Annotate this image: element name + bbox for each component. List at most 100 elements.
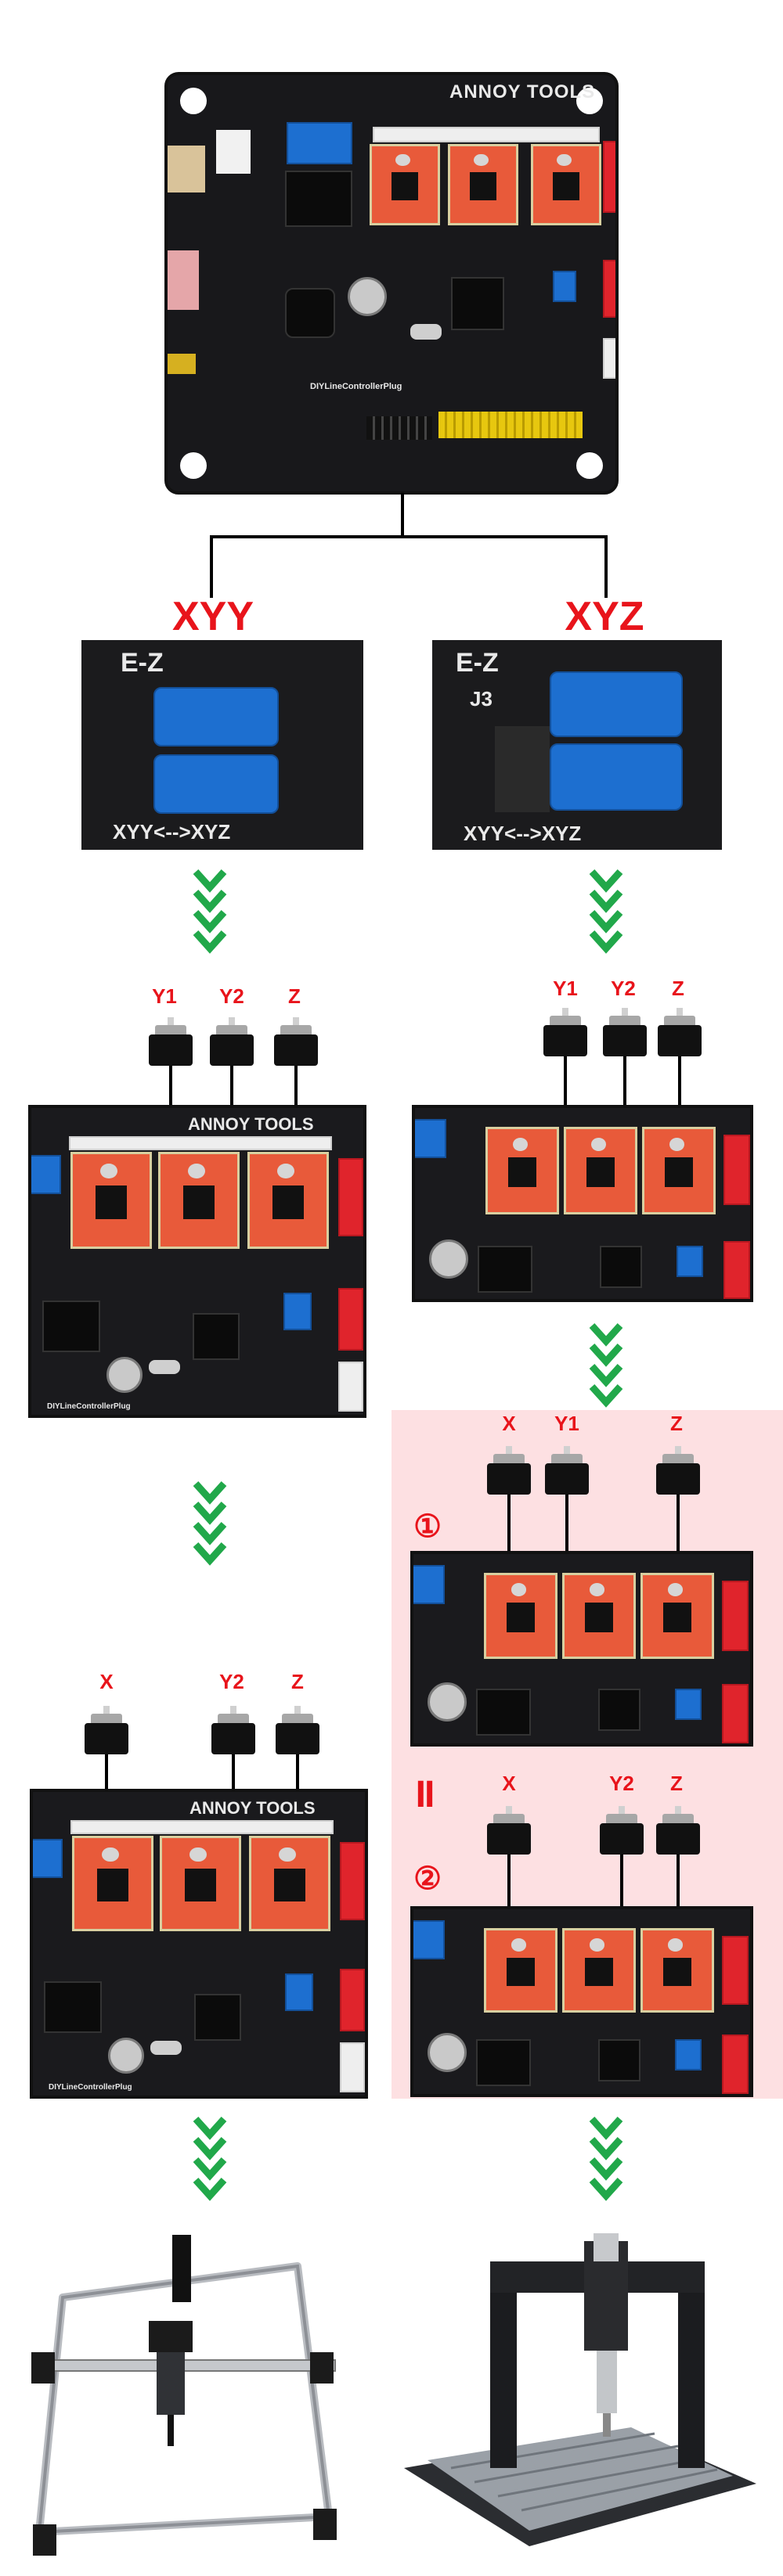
stepper-driver	[642, 1127, 716, 1214]
motor-label-y2: Y2	[611, 977, 636, 1000]
controller-board-xyy-b: ANNOY TOOLS DIYLineControllerPlug	[30, 1789, 368, 2099]
mounting-hole	[180, 88, 207, 114]
tree-line-bar	[210, 535, 608, 538]
regulator	[44, 1981, 102, 2033]
capacitor	[428, 1682, 467, 1722]
jumper-cap	[550, 743, 683, 811]
controller-board-xyy: ANNOY TOOLS DIYLineControllerPlug	[28, 1105, 366, 1418]
mode-label-xyy: XYY	[171, 594, 254, 639]
jumper-cap	[550, 671, 683, 737]
stepper-motor-icon	[603, 1008, 647, 1056]
stepper-motor-icon	[656, 1446, 700, 1495]
screw-terminal	[31, 1155, 61, 1194]
motor-label-y2: Y2	[609, 1772, 634, 1795]
microcontroller	[194, 1994, 241, 2041]
stepper-driver	[640, 1928, 714, 2013]
motor-label-z: Z	[291, 1670, 304, 1693]
stepper-motor-icon	[85, 1706, 128, 1754]
regulator	[476, 2039, 531, 2086]
stepper-motor-icon	[211, 1706, 255, 1754]
stepper-motor-icon	[274, 1017, 318, 1066]
motor-wire	[677, 1855, 680, 1933]
motor-label-y1: Y1	[553, 977, 578, 1000]
motor-label-x: X	[502, 1772, 516, 1795]
stepper-driver	[485, 1127, 559, 1214]
stepper-motor-icon	[658, 1008, 702, 1056]
crystal	[150, 2041, 182, 2055]
stepper-driver	[370, 144, 440, 225]
endstop-connector	[722, 1684, 749, 1743]
aux-connector	[603, 338, 615, 379]
plug-label: DIYLineControllerPlug	[47, 1402, 131, 1411]
motor-label-y1: Y1	[152, 984, 177, 1008]
pin-header	[495, 726, 550, 812]
motor-connector	[722, 1581, 749, 1651]
silk-xyy-xyz: XYY<-->XYZ	[464, 822, 582, 845]
stepper-driver	[484, 1573, 557, 1659]
silk-e-z: E-Z	[121, 648, 164, 678]
jumper-setting-xyz: E-Z J3 XYY<-->XYZ	[432, 640, 722, 850]
motor-wire	[565, 1495, 568, 1573]
option-marker-2: ②	[413, 1862, 442, 1896]
stepper-driver	[640, 1573, 714, 1659]
tree-line-right	[604, 535, 608, 598]
jumper-block	[675, 1689, 702, 1720]
motor-wire	[507, 1855, 511, 1933]
down-arrow-icon	[589, 2116, 623, 2213]
down-arrow-icon	[193, 1480, 227, 1578]
crystal	[410, 324, 442, 340]
driver-header	[69, 1136, 332, 1150]
motor-wire	[623, 1056, 626, 1135]
jumper-block	[285, 1973, 313, 2011]
capacitor	[348, 277, 387, 316]
stepper-driver	[249, 1836, 330, 1931]
stepper-driver	[484, 1928, 557, 2013]
stepper-motor-icon	[600, 1806, 644, 1855]
motor-wire	[507, 1495, 511, 1573]
motor-label-z: Z	[670, 1772, 683, 1795]
motor-label-y2: Y2	[219, 984, 244, 1008]
stepper-motor-icon	[543, 1008, 587, 1056]
jumper-setting-xyy: E-Z XYY<-->XYZ	[81, 640, 363, 850]
motor-label-x: X	[99, 1670, 114, 1693]
driver-header	[373, 127, 600, 142]
screw-terminal	[33, 1839, 63, 1878]
jumper-cap	[153, 754, 279, 814]
stepper-motor-icon	[149, 1017, 193, 1066]
regulator	[476, 1689, 531, 1736]
microcontroller	[451, 277, 504, 330]
power-jack	[168, 146, 205, 192]
stepper-driver	[564, 1127, 637, 1214]
stepper-driver	[158, 1152, 240, 1249]
inductor	[285, 288, 335, 338]
controller-board-top: ANNOY TOOLS DIYLineControllerPlug	[164, 72, 619, 495]
stepper-motor-icon	[210, 1017, 254, 1066]
mounting-hole	[576, 88, 603, 114]
motor-label-z: Z	[672, 977, 684, 1000]
motor-connector	[723, 1135, 750, 1205]
plug-label: DIYLineControllerPlug	[49, 2083, 132, 2092]
stepper-motor-icon	[276, 1706, 319, 1754]
microcontroller	[600, 1246, 642, 1288]
motor-wire	[564, 1056, 567, 1135]
switch	[168, 250, 199, 310]
screw-terminal	[287, 122, 352, 164]
stepper-driver	[448, 144, 518, 225]
motor-connector	[338, 1158, 363, 1236]
controller-board-option-2	[410, 1906, 753, 2097]
silk-e-z: E-Z	[456, 648, 499, 678]
regulator	[285, 171, 352, 227]
endstop-connector	[722, 2035, 749, 2094]
controller-board-option-1	[410, 1551, 753, 1747]
stepper-driver	[70, 1152, 152, 1249]
motor-label-z: Z	[670, 1412, 683, 1435]
stepper-motor-icon	[656, 1806, 700, 1855]
capacitor	[428, 2033, 467, 2072]
endstop-connector	[338, 1288, 363, 1351]
mounting-hole	[576, 452, 603, 479]
motor-label-y2: Y2	[219, 1670, 244, 1693]
screw-terminal	[413, 1920, 445, 1959]
mini-usb-port	[168, 354, 196, 374]
motor-label-y1: Y1	[554, 1412, 579, 1435]
